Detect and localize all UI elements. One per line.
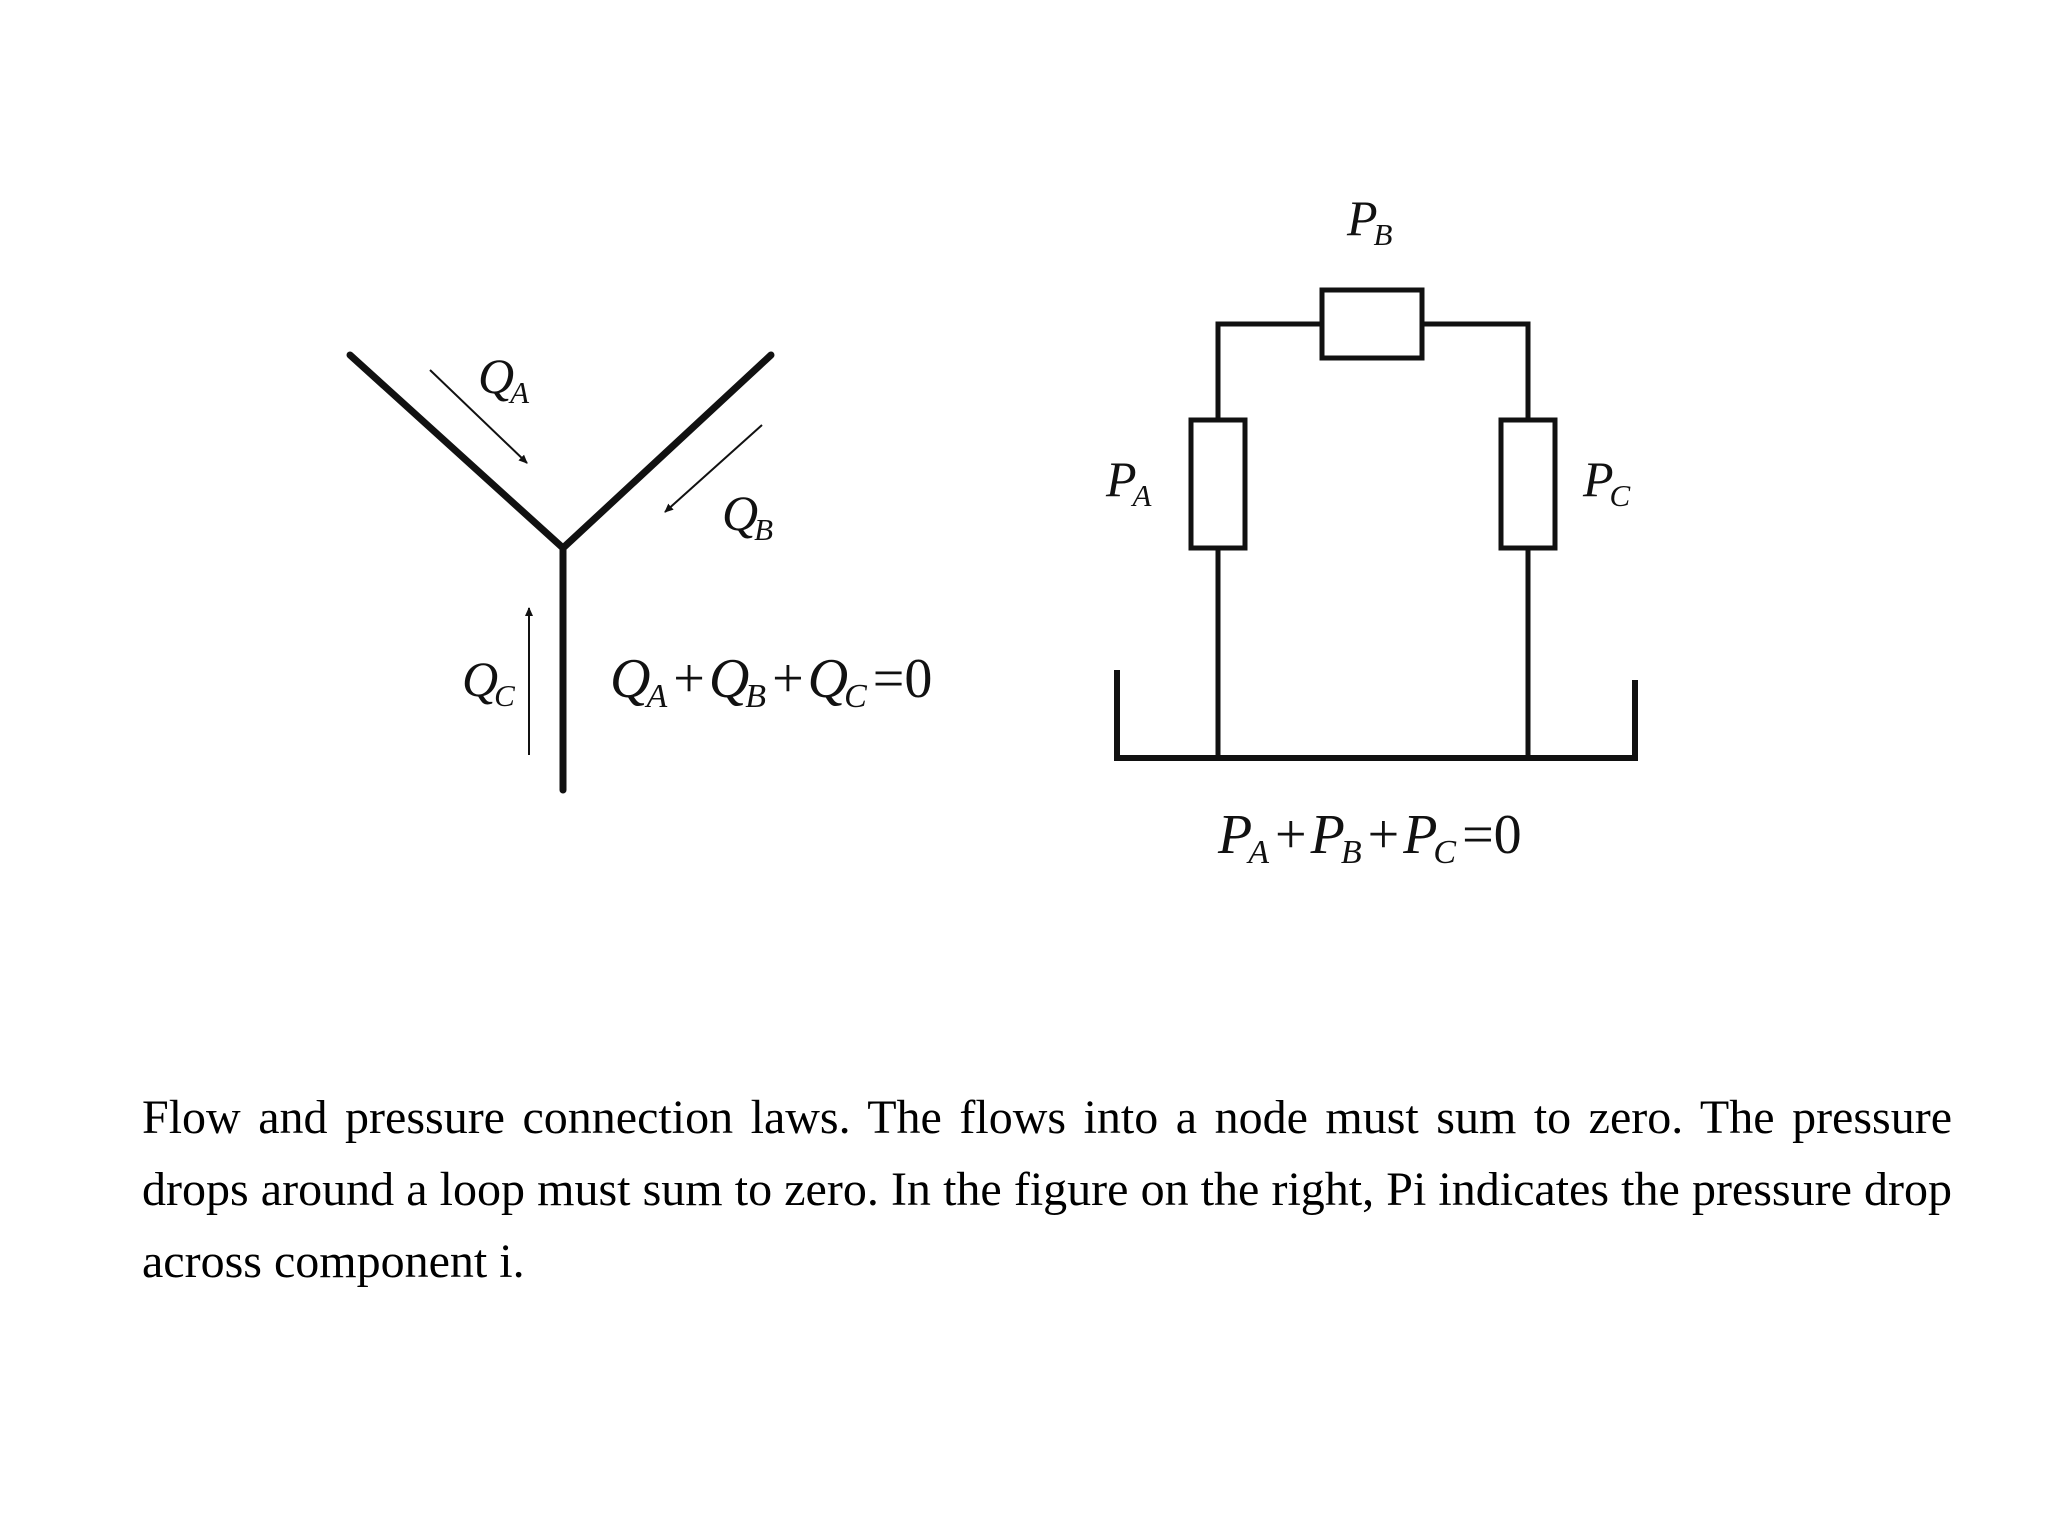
component-c: [1498, 417, 1558, 551]
label-qb: QB: [722, 485, 773, 547]
circuit-wires: [1215, 321, 1531, 758]
wire-left-top: [1215, 321, 1322, 420]
component-b: [1319, 287, 1425, 361]
label-pb: PB: [1346, 190, 1393, 252]
label-pc: PC: [1582, 451, 1631, 513]
flow-junction-diagram: QA QB QC QA+QB+QC=0: [346, 348, 932, 794]
label-pa: PA: [1105, 451, 1153, 513]
wire-right-top: [1422, 321, 1531, 420]
figure-caption: Flow and pressure connection laws. The f…: [142, 1091, 1952, 1288]
pressure-equation: PA+PB+PC=0: [1217, 804, 1522, 871]
pressure-loop-diagram: PB PA PC PA+PB+PC=0: [1105, 190, 1638, 871]
arrow-qb: [664, 424, 763, 513]
flow-equation: QA+QB+QC=0: [610, 648, 932, 715]
pipe-b: [559, 351, 775, 552]
label-qc: QC: [462, 651, 515, 713]
component-a: [1188, 417, 1248, 551]
ground-rail: [1114, 670, 1638, 761]
arrow-qa: [429, 369, 528, 464]
label-qa: QA: [478, 348, 530, 410]
pipe-a: [346, 351, 567, 552]
